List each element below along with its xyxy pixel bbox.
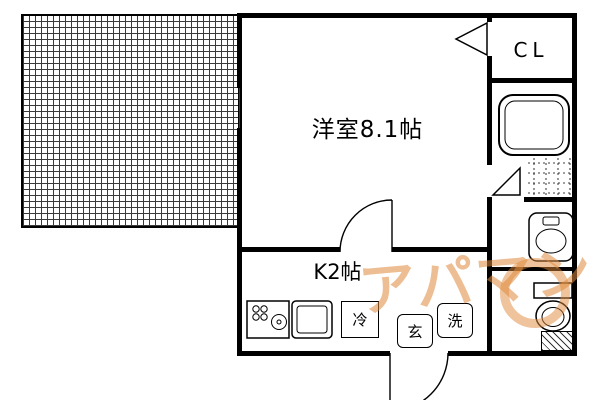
window-line-outer xyxy=(238,88,239,128)
wall-bottom-left xyxy=(237,351,390,356)
fridge-label: 冷 xyxy=(352,311,368,329)
door-swing-entrance xyxy=(389,352,449,400)
bathtub-inner-line xyxy=(504,100,564,150)
bathtub-icon xyxy=(498,94,570,156)
wall-column-a xyxy=(487,13,492,22)
kitchen-sink-icon xyxy=(291,300,333,339)
closet-label: CL xyxy=(513,38,549,62)
closet-door-triangle-icon xyxy=(454,21,488,57)
main-room-label: 洋室8.1帖 xyxy=(311,117,424,143)
kitchen-label: K2帖 xyxy=(313,260,362,284)
bath-floor-tile-pattern xyxy=(528,158,572,196)
entrance-label: 玄 xyxy=(407,322,423,341)
fridge-space-box: 冷 xyxy=(341,301,379,338)
wall-column-b xyxy=(487,56,492,165)
wall-room-kitchen-a xyxy=(237,247,340,252)
wall-column-c xyxy=(487,197,492,356)
watermark-logo-circle xyxy=(500,258,570,328)
pipe-space-hatch xyxy=(541,331,573,351)
entrance-genkan-box: 玄 xyxy=(397,314,433,348)
window-line-inner xyxy=(241,88,242,128)
wall-left-upper xyxy=(237,13,242,88)
wall-cl-bath-divider xyxy=(487,78,577,83)
balcony-grid-area xyxy=(21,14,242,228)
wall-left-lower xyxy=(237,128,242,356)
laundry-label: 洗 xyxy=(447,312,463,330)
wall-room-kitchen-b xyxy=(392,247,490,252)
bath-door-triangle-icon xyxy=(491,166,521,196)
wall-top xyxy=(237,13,577,18)
wall-bottom-right xyxy=(448,351,577,356)
laundry-space-box: 洗 xyxy=(437,303,473,338)
stove-icon xyxy=(246,300,290,339)
wall-bath-wash-divider xyxy=(524,197,577,202)
wall-right xyxy=(572,13,577,356)
